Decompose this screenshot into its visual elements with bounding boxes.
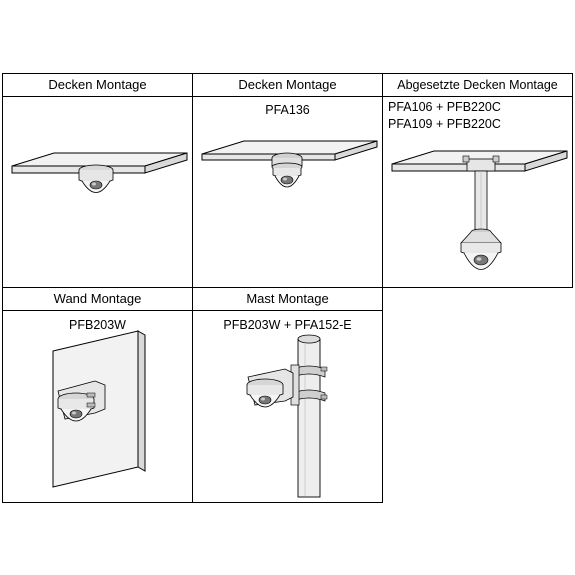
ceiling-bracket-dome-camera-icon [201,140,378,188]
wall-dome-camera-icon [52,330,146,488]
table-row-divider [2,287,573,288]
table-column-divider-1 [192,73,193,503]
model-label-pfa136: PFA136 [265,103,310,117]
cell-header-pendant-mount: Abgesetzte Decken Montage [397,78,558,92]
table-border-left [2,73,3,503]
pendant-dome-camera-icon [391,150,568,270]
table-border-top [2,73,573,74]
model-label-pfb203w: PFB203W [69,318,126,332]
model-label-pfb203w-pfa152e: PFB203W + PFA152-E [223,318,352,332]
pole-dome-camera-icon [246,334,328,498]
ceiling-dome-camera-icon [11,152,188,193]
table-header-divider-row1 [2,96,573,97]
cell-header-ceiling-mount: Decken Montage [48,77,147,92]
model-label-pfa106-pfb220c: PFA106 + PFB220C [388,100,501,114]
cell-header-wall-mount: Wand Montage [53,291,142,306]
table-border-right [572,73,573,288]
cell-header-ceiling-mount-pfa136: Decken Montage [238,77,337,92]
table-column-divider-2 [382,73,383,503]
model-label-pfa109-pfb220c: PFA109 + PFB220C [388,117,501,131]
cell-header-pole-mount: Mast Montage [246,291,329,306]
